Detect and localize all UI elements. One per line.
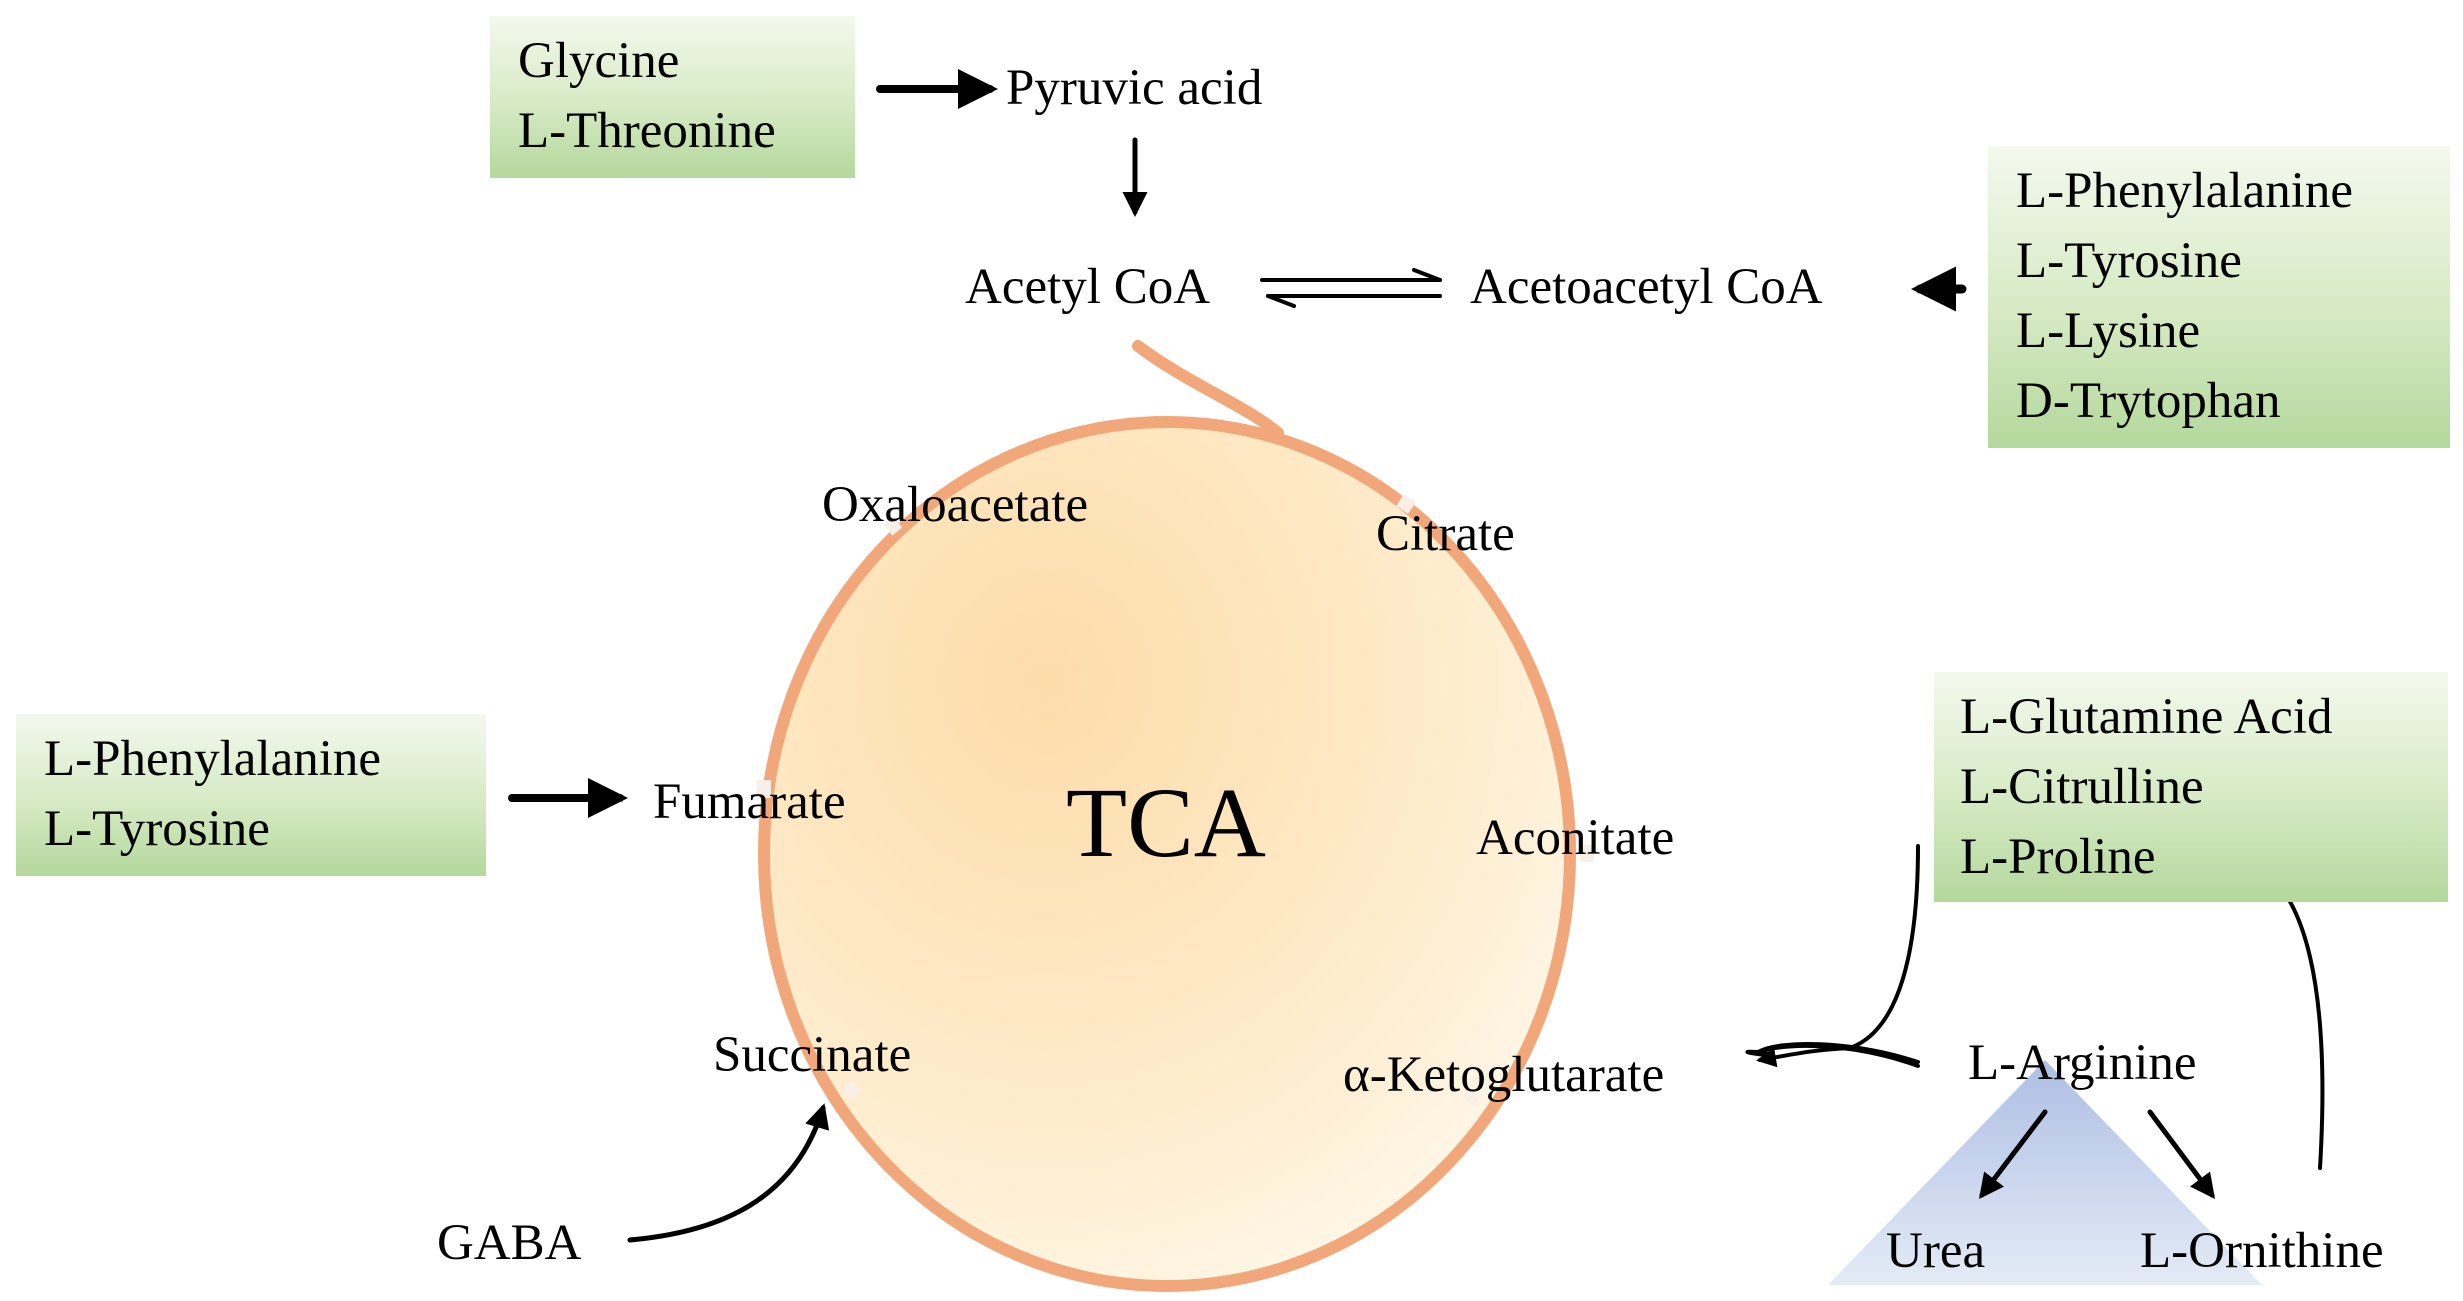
box-item: L-Citrulline bbox=[1960, 759, 2204, 815]
box-item: L-Tyrosine bbox=[44, 801, 270, 857]
box-item: L-Threonine bbox=[518, 103, 776, 159]
arrow-acetyl-to-acetoacetyl-head bbox=[1412, 268, 1442, 282]
arrow-arginine-branch bbox=[1763, 1043, 1920, 1068]
ketogenic-amino-acids-box: L-Phenylalanine L-Tyrosine L-Lysine D-Tr… bbox=[1988, 146, 2450, 448]
arrow-acetoacetyl-to-acetyl-head bbox=[1266, 294, 1296, 308]
oxaloacetate-label: Oxaloacetate bbox=[822, 477, 1089, 533]
acetoacetyl-coa-label: Acetoacetyl CoA bbox=[1470, 259, 1823, 315]
box-item: L-Tyrosine bbox=[2016, 233, 2242, 289]
box-item: L-Lysine bbox=[2016, 303, 2201, 359]
arrow-gaba-to-succinate bbox=[627, 1103, 830, 1243]
box-item: L-Phenylalanine bbox=[44, 731, 382, 787]
arrow-to-ketoglutarate bbox=[1756, 1046, 1852, 1068]
l-arginine-label: L-Arginine bbox=[1968, 1035, 2197, 1091]
glutamate-amino-acids-box: L-Glutamine Acid L-Citrulline L-Proline bbox=[1934, 672, 2448, 902]
box-item: Glycine bbox=[518, 33, 680, 89]
box-item: L-Proline bbox=[1960, 829, 2156, 885]
arginine-triangle bbox=[1828, 1060, 2262, 1285]
box-item: D-Trytophan bbox=[2016, 373, 2281, 429]
box-item: L-Glutamine Acid bbox=[1960, 689, 2333, 745]
arrow-glutamate-branch bbox=[1848, 844, 1920, 1050]
acetyl-coa-label: Acetyl CoA bbox=[965, 259, 1211, 315]
ketoglutarate-label: α-Ketoglutarate bbox=[1343, 1047, 1665, 1103]
arrow-arginine-to-ornithine bbox=[2147, 1109, 2215, 1200]
citrate-label: Citrate bbox=[1376, 506, 1515, 562]
cycle-ring-gaps bbox=[757, 494, 1594, 1107]
acetyl-entry-connector bbox=[1132, 340, 1284, 439]
urea-label: Urea bbox=[1886, 1223, 1986, 1279]
pyruvic-acid-label: Pyruvic acid bbox=[1006, 60, 1263, 116]
l-ornithine-label: L-Ornithine bbox=[2140, 1223, 2384, 1279]
gaba-label: GABA bbox=[437, 1215, 582, 1271]
arrow-arginine-to-urea bbox=[1978, 1109, 2048, 1199]
pathway-arrows bbox=[508, 69, 2325, 1243]
aconitate-label: Aconitate bbox=[1476, 810, 1675, 866]
succinate-label: Succinate bbox=[713, 1027, 912, 1083]
arrow-ornithine-to-proline bbox=[2241, 858, 2325, 1170]
box-item: L-Phenylalanine bbox=[2016, 163, 2354, 219]
fumarate-label: Fumarate bbox=[653, 774, 846, 830]
glycine-threonine-box: Glycine L-Threonine bbox=[490, 16, 855, 178]
tca-cycle-circle bbox=[758, 416, 1576, 1292]
tca-center-label: TCA bbox=[1066, 767, 1266, 878]
fumarate-amino-acids-box: L-Phenylalanine L-Tyrosine bbox=[16, 714, 486, 876]
